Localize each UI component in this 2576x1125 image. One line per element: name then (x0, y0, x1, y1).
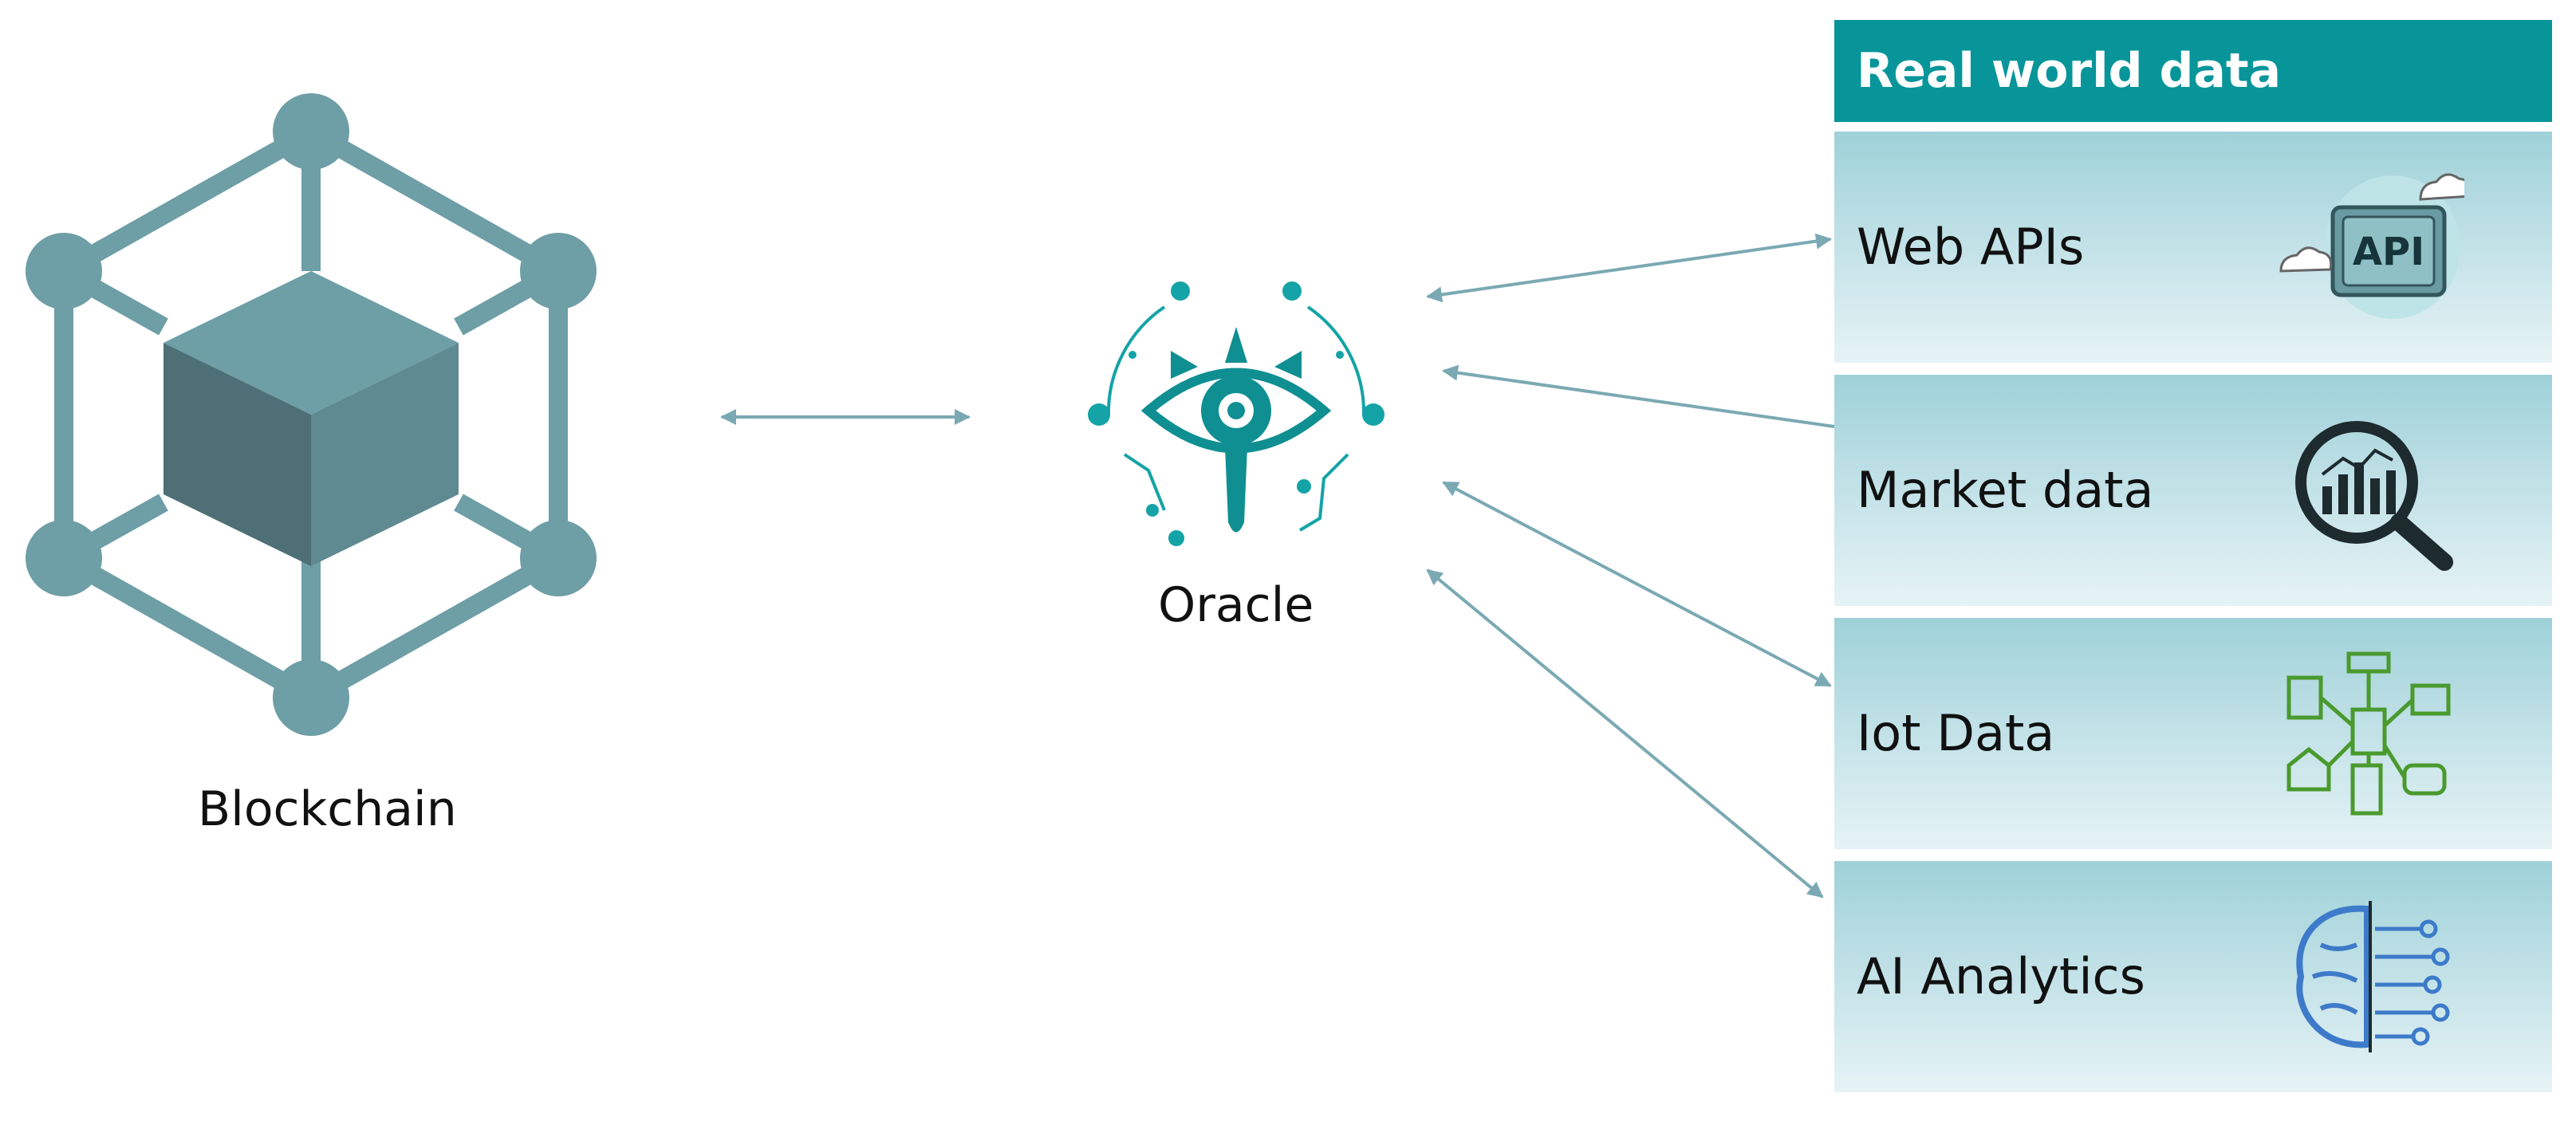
blockchain-cube-icon (26, 93, 597, 736)
row-label: Iot Data (1857, 704, 2055, 762)
arrow-oracle-webapis (1426, 233, 1832, 303)
arrow-oracle-iotdata (1442, 481, 1832, 687)
ai-brain-icon (2296, 901, 2450, 1052)
row-label: Market data (1857, 461, 2154, 519)
oracle-label: Oracle (1158, 577, 1314, 633)
row-market-data: Market data (1834, 375, 2552, 606)
row-label: Web APIs (1857, 218, 2085, 276)
row-iot-data: Iot Data (1834, 618, 2552, 849)
arrow-oracle-marketdata (1442, 364, 1835, 428)
arrow-oracle-aianalytics (1426, 568, 1824, 899)
oracle-eye-icon (1088, 281, 1385, 546)
row-ai-analytics: AI Analytics (1834, 861, 2552, 1092)
svg-text:API: API (2353, 230, 2424, 274)
iot-network-icon (2286, 651, 2451, 816)
api-cloud-icon: API (2279, 173, 2464, 319)
real-world-data-panel: Real world data Web APIs API Market data (1834, 20, 2552, 1098)
row-web-apis: Web APIs API (1834, 132, 2552, 363)
market-magnifier-icon (2295, 421, 2453, 571)
panel-header: Real world data (1834, 20, 2552, 122)
row-label: AI Analytics (1857, 947, 2145, 1005)
blockchain-label: Blockchain (198, 781, 457, 837)
